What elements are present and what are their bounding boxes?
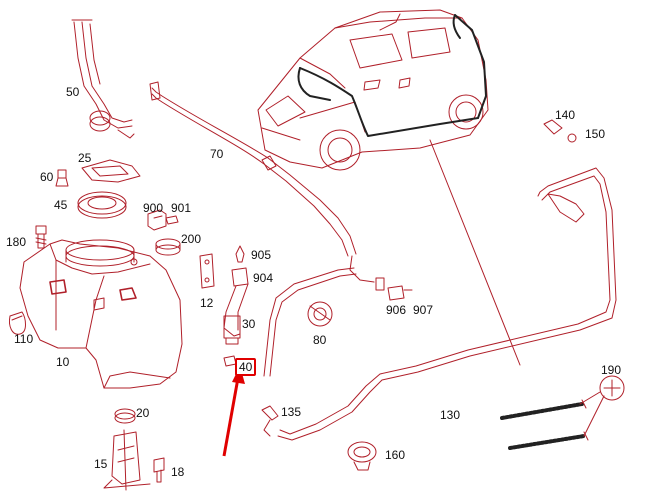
- callout-70: 70: [210, 147, 224, 161]
- callout-45: 45: [54, 198, 68, 212]
- callout-901: 901: [171, 201, 192, 215]
- callout-180: 180: [6, 235, 27, 249]
- mounting-bracket-part: [103, 408, 165, 491]
- locking-ring-part: [77, 191, 127, 219]
- callout-906: 906: [386, 303, 407, 317]
- clip-part-901: [165, 215, 179, 225]
- plug-part: [55, 169, 69, 187]
- callout-190: 190: [601, 363, 622, 377]
- callout-80: 80: [313, 333, 327, 347]
- callout-904: 904: [253, 271, 274, 285]
- callout-30: 30: [242, 317, 256, 331]
- leader-line: [429, 139, 521, 366]
- filler-neck-part: [71, 19, 135, 139]
- callout-150: 150: [585, 127, 606, 141]
- heater-hose-part-190: [500, 375, 625, 450]
- bolt-part-180: [35, 225, 47, 249]
- callout-60: 60: [40, 170, 54, 184]
- elbow-part-135: [261, 405, 279, 437]
- bracket-part-12: [199, 253, 215, 289]
- washer-pump-part: [223, 245, 249, 345]
- callout-900: 900: [143, 201, 164, 215]
- pump-hose-part: [263, 267, 355, 377]
- reservoir-tank-part: [19, 239, 183, 389]
- nozzle-hose-part-70: [149, 81, 375, 283]
- grommet-part-80: [307, 301, 333, 327]
- grommet-part-200: [155, 238, 181, 256]
- connector-part-900: [147, 209, 167, 231]
- callout-10: 10: [56, 355, 70, 369]
- callout-40-highlighted: 40: [235, 358, 257, 376]
- callout-905: 905: [251, 248, 272, 262]
- callout-160: 160: [385, 448, 406, 462]
- pointer-arrow: [222, 366, 245, 457]
- seal-ring-part: [81, 159, 141, 183]
- callout-130: 130: [440, 408, 461, 422]
- cap-part-110: [9, 311, 26, 335]
- callout-140: 140: [555, 108, 576, 122]
- connector-part-906: [375, 277, 413, 301]
- callout-20: 20: [136, 406, 150, 420]
- callout-12: 12: [200, 296, 214, 310]
- callout-907: 907: [413, 303, 434, 317]
- callout-18: 18: [171, 465, 185, 479]
- callout-110: 110: [14, 332, 34, 346]
- clamp-part-160: [347, 441, 377, 471]
- car-illustration: [257, 9, 489, 171]
- callout-135: 135: [281, 405, 302, 419]
- callout-25: 25: [78, 151, 92, 165]
- callout-15: 15: [94, 457, 108, 471]
- long-hose-part-130: [277, 167, 617, 441]
- callout-50: 50: [66, 85, 80, 99]
- nozzle-part-140: [543, 119, 577, 143]
- callout-200: 200: [181, 232, 202, 246]
